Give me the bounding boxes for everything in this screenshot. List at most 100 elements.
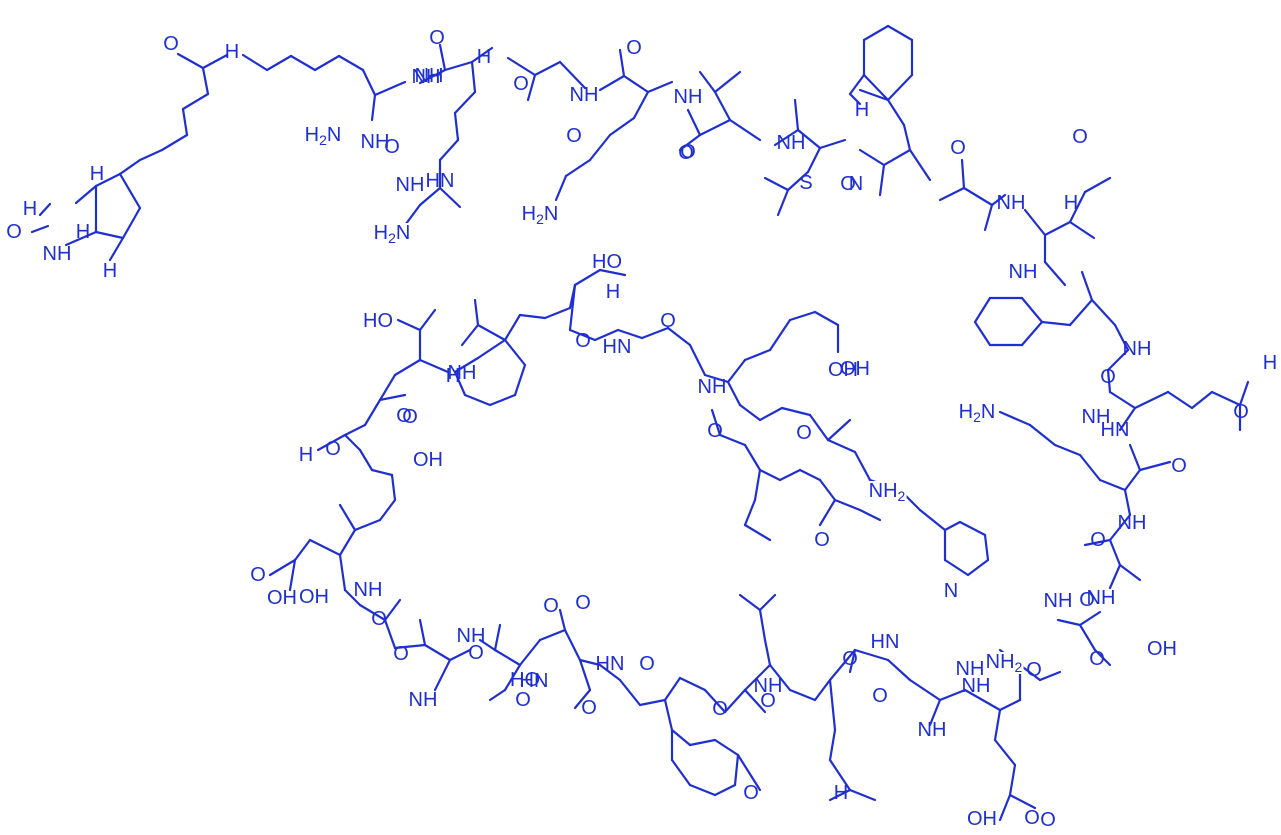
bond-200 xyxy=(358,603,387,622)
bond-91 xyxy=(1068,220,1096,240)
bond-31 xyxy=(453,111,460,142)
atom-label-78: O xyxy=(760,690,776,712)
atom-label-61: O xyxy=(250,564,266,586)
bond-188 xyxy=(503,663,522,692)
bond-263 xyxy=(983,533,990,562)
bond-154 xyxy=(848,788,877,802)
atom-text-25: H xyxy=(23,198,37,220)
bond-27 xyxy=(438,43,447,72)
bond-205 xyxy=(288,558,297,592)
bond-196 xyxy=(418,618,427,647)
atom-text-3: H2N xyxy=(305,124,342,148)
atom-label-33: NH xyxy=(1009,261,1038,283)
bond-220 xyxy=(393,358,422,377)
bond-159 xyxy=(743,688,767,714)
bond-195 xyxy=(423,643,452,662)
bond-230 xyxy=(488,393,517,407)
bond-70 xyxy=(886,98,906,127)
atom-label-92: OH xyxy=(967,808,997,830)
atom-label-86: NH xyxy=(457,625,486,647)
atom-text-6: H xyxy=(477,46,491,68)
bond-94 xyxy=(1068,298,1094,327)
bond-165 xyxy=(703,688,727,714)
atom-text-68: NH xyxy=(354,579,383,601)
bond-62 xyxy=(786,170,810,192)
atom-label-62: H xyxy=(299,444,313,466)
bond-143 xyxy=(938,688,967,702)
bond-189 xyxy=(488,688,507,702)
atom-text-64: O xyxy=(396,405,412,427)
atom-label-43: HO xyxy=(592,251,622,273)
bond-71 xyxy=(858,88,890,102)
bond-84 xyxy=(990,193,1007,207)
atom-text-70: O xyxy=(393,643,409,665)
atom-text-104: NH xyxy=(1087,587,1116,609)
bond-5 xyxy=(138,148,164,162)
bond-30 xyxy=(453,90,477,115)
bond-261 xyxy=(943,558,970,577)
bond-58 xyxy=(773,128,800,147)
bond-210 xyxy=(378,498,397,522)
atom-label-68: NH xyxy=(354,579,383,601)
atom-text-94: O xyxy=(1090,529,1106,551)
atom-text-52: NH2 xyxy=(869,480,906,504)
atom-text-60: OH xyxy=(267,587,297,609)
bond-80 xyxy=(908,148,932,182)
atom-label-34: H xyxy=(1064,192,1078,214)
atom-text-51: O xyxy=(1100,366,1116,388)
bond-128 xyxy=(1078,610,1102,627)
bond-144 xyxy=(928,698,942,727)
bond-215 xyxy=(316,433,347,452)
bond-158 xyxy=(743,663,772,692)
atom-label-0: O xyxy=(163,33,179,55)
atom-label-47: HN xyxy=(603,336,632,358)
atom-text-69: O xyxy=(371,608,387,630)
bond-11 xyxy=(337,54,365,72)
atom-label-1: H xyxy=(225,41,239,63)
bond-278 xyxy=(743,523,772,542)
atom-text-93: NH xyxy=(1044,590,1073,612)
atom-text-36: NH xyxy=(1123,338,1152,360)
bond-103 xyxy=(1113,323,1130,352)
atom-text-2: NH xyxy=(412,66,441,88)
atom-label-76: NH xyxy=(956,658,985,680)
atom-text-26: H xyxy=(76,221,90,243)
bond-237 xyxy=(543,306,572,320)
bond-85 xyxy=(983,203,994,232)
bond-55 xyxy=(698,70,717,94)
bond-93 xyxy=(1080,270,1094,302)
bond-236 xyxy=(518,313,547,320)
bond-262 xyxy=(966,558,990,577)
bond-75 xyxy=(862,24,890,42)
atom-text-91: H xyxy=(834,782,848,804)
atom-text-97: NH xyxy=(962,675,991,697)
bond-56 xyxy=(713,70,742,94)
atom-text-45: O xyxy=(660,310,676,332)
bond-131 xyxy=(1093,648,1112,667)
atom-label-82: O xyxy=(468,642,484,664)
atom-label-32: O xyxy=(566,125,582,147)
atom-text-88: O xyxy=(1040,809,1056,831)
atom-text-81: O xyxy=(543,595,559,617)
bond-182 xyxy=(563,628,582,662)
atom-text-31: O xyxy=(678,142,694,164)
bond-89 xyxy=(1068,190,1087,224)
atom-label-29: H xyxy=(90,163,104,185)
atom-label-17: H2N xyxy=(520,203,560,227)
bond-119 xyxy=(1053,443,1082,457)
bond-219 xyxy=(378,373,397,402)
bond-1 xyxy=(201,66,210,96)
bond-277 xyxy=(743,498,757,527)
bond-43 xyxy=(618,48,626,78)
atom-label-44: H xyxy=(606,281,620,303)
bond-245 xyxy=(640,326,670,340)
bond-65 xyxy=(818,138,847,150)
bond-283 xyxy=(813,310,840,327)
bond-104 xyxy=(1106,348,1130,372)
bond-174 xyxy=(713,783,737,797)
bond-129 xyxy=(1056,618,1082,627)
atom-label-52: NH2 xyxy=(867,480,907,504)
atom-label-4: O xyxy=(429,27,445,49)
bond-59 xyxy=(793,98,800,132)
